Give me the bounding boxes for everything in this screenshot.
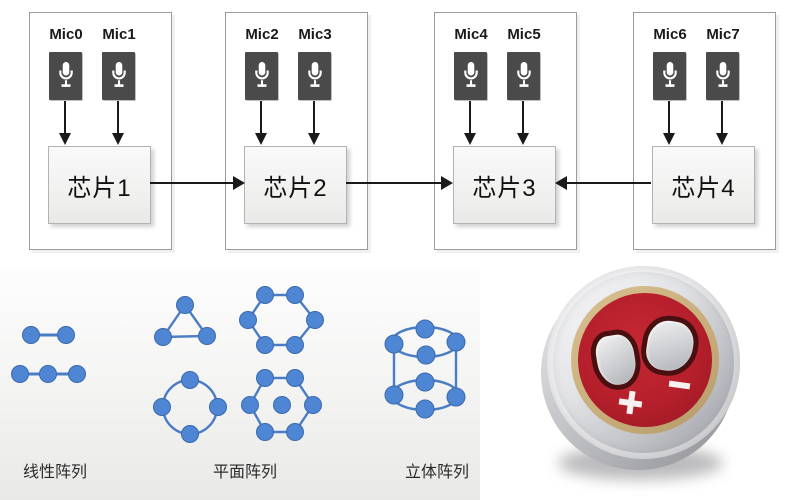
chip-node-1: 芯片1	[48, 146, 151, 224]
mic-capsule-photo: + −	[480, 266, 800, 500]
microphone-icon	[706, 52, 739, 100]
microphone-icon	[507, 52, 540, 100]
plus-terminal-icon: +	[618, 390, 644, 416]
chip-node-3: 芯片3	[453, 146, 556, 224]
chip-node-4: 芯片4	[652, 146, 755, 224]
mic-to-chip-arrow	[469, 101, 471, 134]
microphone-icon	[49, 52, 82, 100]
chip-chain-diagram: Mic0 Mic1 芯片1 Mic2 Mic3	[29, 12, 776, 250]
microphone-icon	[298, 52, 331, 100]
arrow-head-icon	[441, 176, 453, 190]
chip-node-2: 芯片2	[244, 146, 347, 224]
arrow-head-icon	[112, 133, 124, 145]
microphone-icon	[245, 52, 278, 100]
mic-label: Mic1	[102, 26, 136, 43]
arrow-head-icon	[464, 133, 476, 145]
planar-array-label: 平面阵列	[212, 464, 278, 481]
solid-array-label: 立体阵列	[404, 464, 470, 481]
chip4-to-chip3-arrow	[566, 182, 651, 184]
mic-to-chip-arrow	[117, 101, 119, 134]
mic-to-chip-arrow	[64, 101, 66, 134]
linear-array-label: 线性阵列	[22, 464, 88, 481]
array-shapes-graphic	[11, 286, 466, 443]
chip-label: 芯片1	[67, 174, 132, 202]
chip1-to-chip2-arrow	[150, 182, 234, 184]
mic-label: Mic2	[245, 26, 279, 43]
mic-to-chip-arrow	[668, 101, 670, 134]
arrow-head-icon	[233, 176, 245, 190]
mic-to-chip-arrow	[313, 101, 315, 134]
mic-to-chip-arrow	[522, 101, 524, 134]
mic-label: Mic3	[298, 26, 332, 43]
mic-label: Mic5	[507, 26, 541, 43]
mic-to-chip-arrow	[721, 101, 723, 134]
microphone-icon	[454, 52, 487, 100]
arrow-head-icon	[308, 133, 320, 145]
arrow-head-icon	[255, 133, 267, 145]
arrow-head-icon	[59, 133, 71, 145]
chip-label: 芯片2	[263, 174, 328, 202]
arrow-head-icon	[555, 176, 567, 190]
mic-group-box-1: Mic0 Mic1 芯片1	[29, 12, 172, 250]
mic-to-chip-arrow	[260, 101, 262, 134]
mic-group-box-4: Mic6 Mic7 芯片4	[633, 12, 776, 250]
chip-label: 芯片4	[671, 174, 736, 202]
chip-label: 芯片3	[472, 174, 537, 202]
chip2-to-chip3-arrow	[346, 182, 442, 184]
mic-label: Mic4	[454, 26, 488, 43]
arrow-head-icon	[716, 133, 728, 145]
arrow-head-icon	[517, 133, 529, 145]
arrow-head-icon	[663, 133, 675, 145]
mic-label: Mic0	[49, 26, 83, 43]
microphone-icon	[102, 52, 135, 100]
mic-label: Mic6	[653, 26, 687, 43]
mic-group-box-2: Mic2 Mic3 芯片2	[225, 12, 368, 250]
mic-label: Mic7	[706, 26, 740, 43]
mic-group-box-3: Mic4 Mic5 芯片3	[434, 12, 577, 250]
array-types-panel: 线性阵列 平面阵列 立体阵列	[0, 268, 480, 500]
microphone-icon	[653, 52, 686, 100]
